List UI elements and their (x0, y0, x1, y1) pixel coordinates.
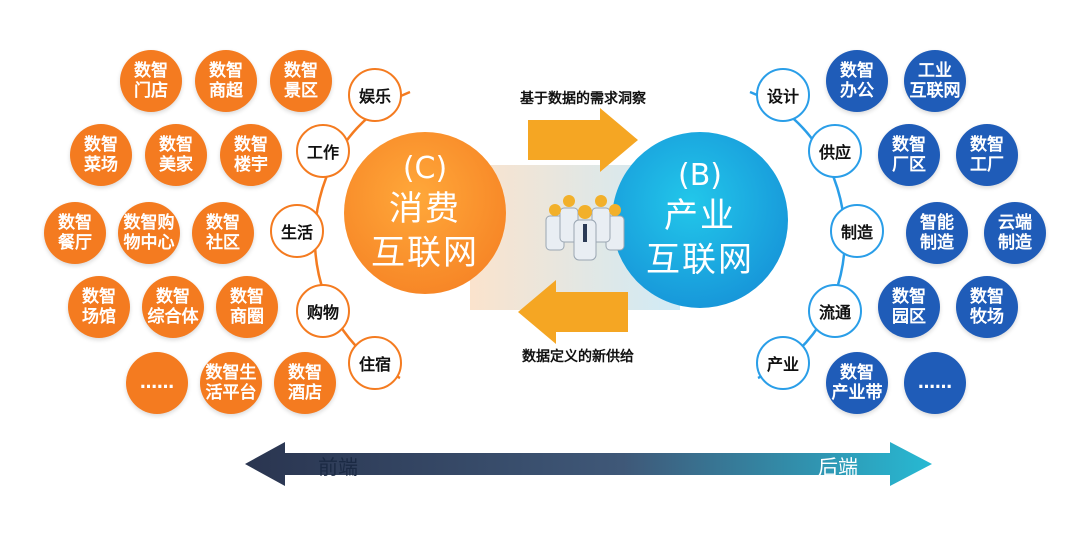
consumer-core-line1: 消费 (389, 189, 461, 229)
consumer-scene: 数智 综合体 (142, 276, 204, 338)
demand-flow-label: 基于数据的需求洞察 (520, 91, 646, 107)
industry-stage-manufacture: 制造 (830, 204, 884, 258)
industry-core-line1: 产业 (664, 196, 736, 236)
industry-stage-design: 设计 (756, 68, 810, 122)
consumer-scene: 数智生 活平台 (200, 352, 262, 414)
industry-core: (B) 产业 互联网 (612, 132, 788, 308)
industry-scene: 数智 办公 (826, 50, 888, 112)
consumer-scene: 数智 餐厅 (44, 202, 106, 264)
industry-stage-industry: 产业 (756, 336, 810, 390)
consumer-core-line2: 互联网 (371, 233, 479, 273)
consumer-scene: 数智 菜场 (70, 124, 132, 186)
industry-scene: 云端 制造 (984, 202, 1046, 264)
consumer-scene: 数智 商圈 (216, 276, 278, 338)
industry-core-tag: (B) (678, 158, 722, 193)
industry-scene: 工业 互联网 (904, 50, 966, 112)
industry-scene: 数智 产业带 (826, 352, 888, 414)
consumer-stage-shopping: 购物 (296, 284, 350, 338)
industry-scene: 数智 工厂 (956, 124, 1018, 186)
industry-scene: …… (904, 352, 966, 414)
industry-core-line2: 互联网 (646, 240, 754, 280)
industry-scene: 智能 制造 (906, 202, 968, 264)
consumer-scene: 数智 商超 (195, 50, 257, 112)
supply-arrow (518, 280, 628, 344)
consumer-core-tag: (C) (402, 151, 448, 186)
demand-arrow (528, 108, 638, 172)
consumer-scene: 数智 场馆 (68, 276, 130, 338)
supply-flow-label: 数据定义的新供给 (522, 349, 634, 365)
consumer-scene: 数智 楼宇 (220, 124, 282, 186)
industry-scene: 数智 园区 (878, 276, 940, 338)
industry-scene: 数智 厂区 (878, 124, 940, 186)
consumer-scene: 数智 美家 (145, 124, 207, 186)
industry-stage-supply: 供应 (808, 124, 862, 178)
industry-stage-circulation: 流通 (808, 284, 862, 338)
consumer-stage-work: 工作 (296, 124, 350, 178)
consumer-scene: 数智 社区 (192, 202, 254, 264)
consumer-scene: 数智 酒店 (274, 352, 336, 414)
consumer-scene: …… (126, 352, 188, 414)
consumer-scene: 数智 景区 (270, 50, 332, 112)
consumer-stage-entertainment: 娱乐 (348, 68, 402, 122)
industry-scene: 数智 牧场 (956, 276, 1018, 338)
consumer-stage-life: 生活 (270, 204, 324, 258)
axis-arrow (245, 442, 932, 486)
axis-label-front: 前端 (318, 455, 358, 479)
consumer-scene: 数智购 物中心 (118, 202, 180, 264)
consumer-core: (C) 消费 互联网 (344, 132, 506, 294)
consumer-stage-lodging: 住宿 (348, 336, 402, 390)
consumer-scene: 数智 门店 (120, 50, 182, 112)
people-icon (545, 195, 625, 261)
axis-label-back: 后端 (818, 455, 858, 479)
